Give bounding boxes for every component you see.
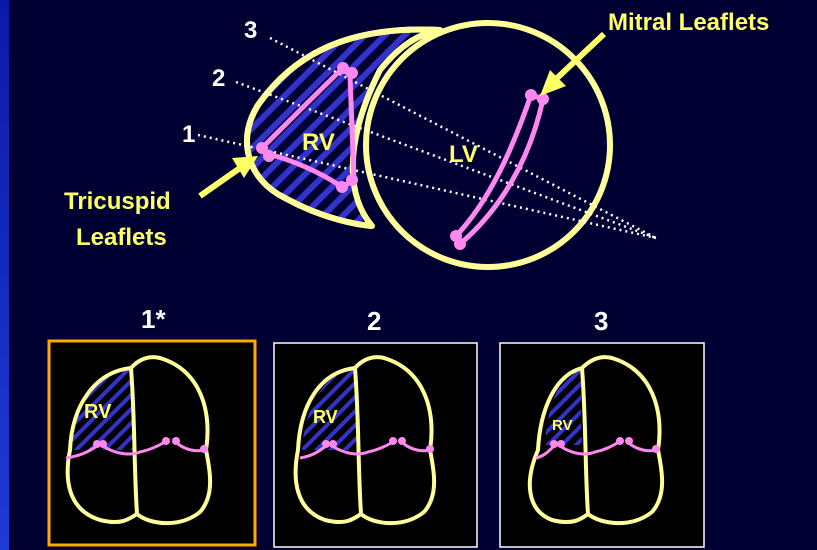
panel-3: RV (500, 343, 704, 547)
panel-2-rv-label: RV (313, 407, 338, 427)
panel-title-1: 1* (141, 304, 166, 334)
tricuspid-label-line2: Leaflets (76, 224, 167, 251)
short-axis-view: 3 2 1 RV LV Mitral Leaflets Tricuspid Le… (64, 9, 769, 267)
panel-frame (500, 343, 704, 547)
plane-number-1: 1 (182, 121, 195, 148)
plane-number-3: 3 (244, 17, 257, 44)
panel-3-rv-label: RV (552, 417, 573, 434)
panel-title-2: 2 (367, 306, 381, 336)
rv-label: RV (302, 129, 335, 156)
plane-number-2: 2 (212, 65, 225, 92)
panel-1-rv-label: RV (84, 401, 112, 423)
tricuspid-arrow (200, 156, 258, 196)
panel-2: RV (274, 343, 477, 547)
panel-1: RV (49, 341, 255, 545)
mitral-leaflets-label: Mitral Leaflets (608, 9, 769, 36)
panel-title-3: 3 (594, 306, 608, 336)
lv-label: LV (449, 141, 478, 168)
tricuspid-label-line1: Tricuspid (64, 188, 171, 215)
